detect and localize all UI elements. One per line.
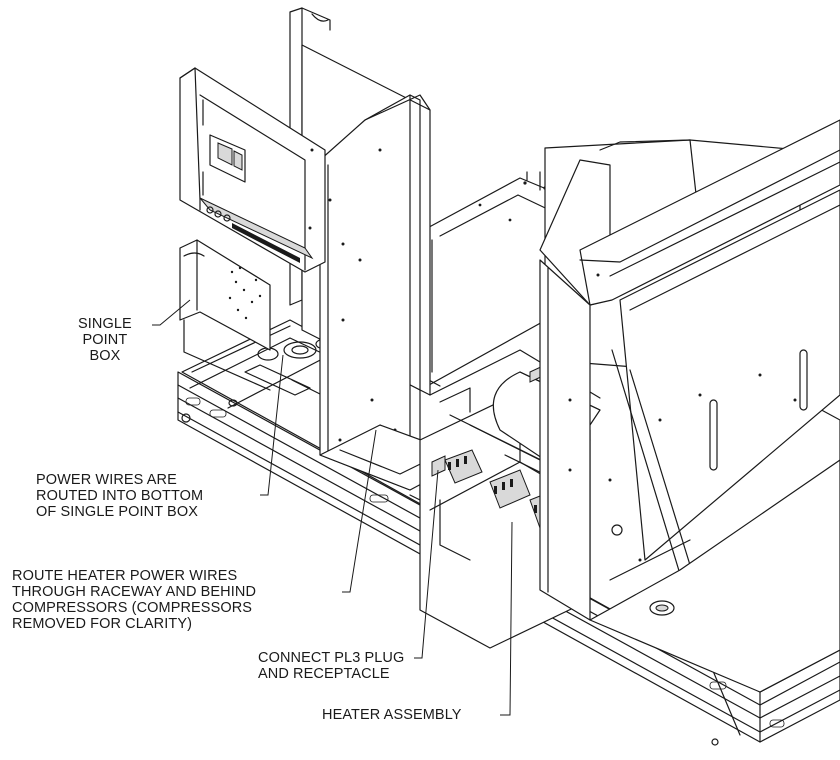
single-point-box bbox=[179, 67, 326, 273]
center-panel bbox=[289, 7, 471, 501]
callout-line: HEATER ASSEMBLY bbox=[322, 707, 462, 723]
leader-connect-pl3 bbox=[414, 469, 439, 659]
callout-heater-assembly: HEATER ASSEMBLY bbox=[322, 707, 462, 723]
callout-line: ROUTED INTO BOTTOM bbox=[36, 488, 204, 504]
callout-line: REMOVED FOR CLARITY) bbox=[12, 616, 193, 632]
callout-line: OF SINGLE POINT BOX bbox=[36, 504, 198, 520]
box-bracket bbox=[179, 239, 271, 391]
callout-line: POINT bbox=[82, 332, 128, 348]
callout-single-point-box: SINGLE POINT BOX bbox=[78, 316, 132, 364]
leader-heater-assembly bbox=[500, 521, 513, 716]
leader-lines bbox=[152, 299, 513, 716]
leader-route-heater bbox=[342, 429, 377, 593]
callout-line: COMPRESSORS (COMPRESSORS bbox=[12, 600, 253, 616]
callout-line: SINGLE bbox=[78, 316, 132, 332]
leader-power-wires bbox=[260, 354, 284, 496]
callout-connect-pl3: CONNECT PL3 PLUG AND RECEPTACLE bbox=[258, 650, 404, 682]
callout-line: THROUGH RACEWAY AND BEHIND bbox=[12, 584, 257, 600]
callout-line: CONNECT PL3 PLUG bbox=[258, 650, 405, 666]
right-panels bbox=[539, 119, 840, 736]
callout-route-heater: ROUTE HEATER POWER WIRES THROUGH RACEWAY… bbox=[12, 568, 256, 632]
callout-line: POWER WIRES ARE bbox=[36, 472, 177, 488]
leader-single-point-box bbox=[152, 299, 191, 326]
callout-line: AND RECEPTACLE bbox=[258, 666, 390, 682]
callout-line: BOX bbox=[89, 348, 121, 364]
callout-line: ROUTE HEATER POWER WIRES bbox=[12, 568, 238, 584]
callout-power-wires: POWER WIRES ARE ROUTED INTO BOTTOM OF SI… bbox=[36, 472, 203, 520]
